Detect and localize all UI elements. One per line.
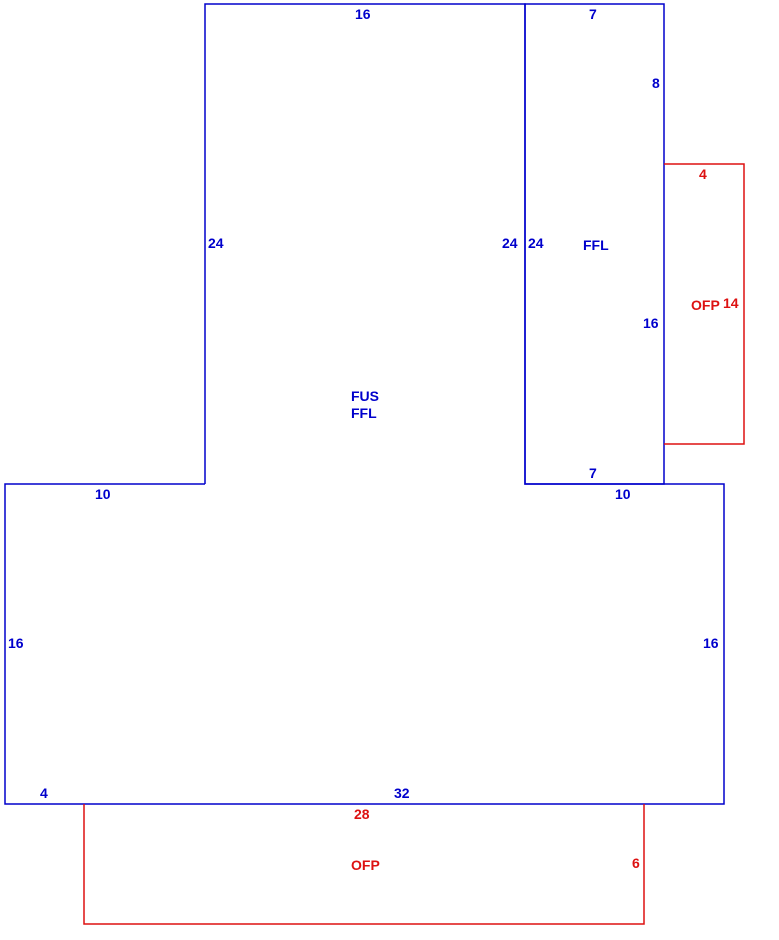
main-structure-outline [4,3,725,805]
bottom-porch-area-label: OFP [351,857,380,873]
wing-outline [524,3,665,485]
dim-porch-right-side: 14 [723,295,739,311]
dim-main-left-lower: 16 [8,635,24,651]
dim-porch-right-top: 4 [699,166,707,182]
bottom-porch-outline [83,804,645,925]
right-porch-area-label: OFP [691,297,720,313]
dim-porch-bottom-top: 28 [354,806,370,822]
main-area-label-line2: FFL [351,405,377,421]
right-porch-outline [664,163,745,445]
dim-wing-left: 24 [528,235,544,251]
dim-wing-bottom: 7 [589,465,597,481]
dim-main-right-step: 10 [615,486,631,502]
wing-area-label: FFL [583,237,609,253]
dim-main-left-step: 10 [95,486,111,502]
dim-wing-top: 7 [589,6,597,22]
dim-main-top: 16 [355,6,371,22]
dim-wing-right-upper: 8 [652,75,660,91]
dim-main-bottom: 32 [394,785,410,801]
dim-main-right-upper: 24 [502,235,518,251]
main-area-label-line1: FUS [351,388,379,404]
dim-main-right-lower: 16 [703,635,719,651]
dim-porch-bottom-side: 6 [632,855,640,871]
dim-wing-right-lower: 16 [643,315,659,331]
dim-main-bottom-left: 4 [40,785,48,801]
dim-main-left-upper: 24 [208,235,224,251]
